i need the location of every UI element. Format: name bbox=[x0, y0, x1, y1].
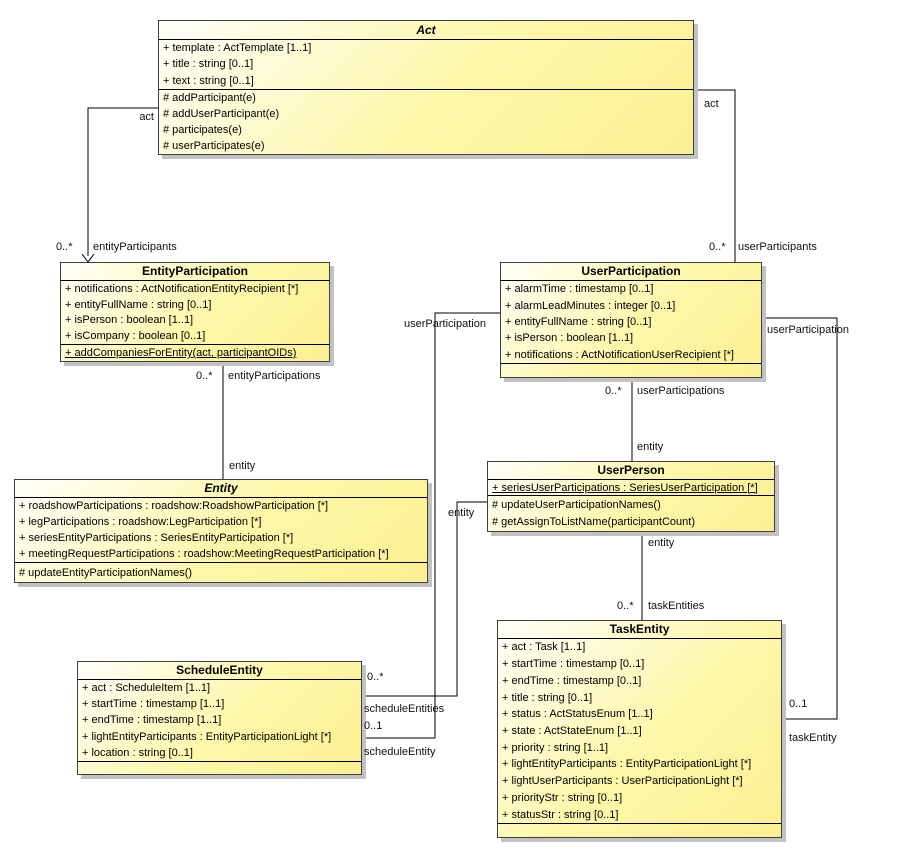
edge-mult-entityparticipants: 0..* bbox=[56, 241, 73, 253]
edge-role-userparticipation-left: userParticipation bbox=[404, 318, 486, 330]
edge-mult-taskentities: 0..* bbox=[617, 600, 634, 612]
attribute: + startTime : timestamp [0..1] bbox=[502, 658, 645, 671]
attribute: + notifications : ActNotificationEntityR… bbox=[65, 282, 299, 295]
operations-compartment-empty bbox=[501, 364, 761, 377]
class-schedule-entity[interactable]: ScheduleEntity + act : ScheduleItem [1..… bbox=[77, 661, 362, 775]
operations-compartment: # addParticipant(e) # addUserParticipant… bbox=[159, 90, 693, 154]
edge-role-act-left: act bbox=[139, 111, 154, 123]
edge-mult-entityparticipations: 0..* bbox=[196, 370, 213, 382]
attribute: + act : Task [1..1] bbox=[502, 641, 586, 654]
edge-role-taskentities: taskEntities bbox=[648, 600, 705, 612]
attribute: + state : ActStateEnum [1..1] bbox=[502, 724, 642, 737]
attribute: + template : ActTemplate [1..1] bbox=[163, 42, 312, 55]
attributes-compartment: + seriesUserParticipations : SeriesUserP… bbox=[488, 480, 774, 496]
attributes-compartment: + alarmTime : timestamp [0..1] + alarmLe… bbox=[501, 281, 761, 364]
attribute: + location : string [0..1] bbox=[82, 746, 193, 759]
edge-act-userparticipation bbox=[694, 89, 736, 262]
attribute: + text : string [0..1] bbox=[163, 74, 254, 87]
edge-role-userparticipations: userParticipations bbox=[637, 385, 725, 397]
class-title: ScheduleEntity bbox=[78, 662, 361, 680]
class-title: TaskEntity bbox=[498, 621, 781, 639]
class-title: UserPerson bbox=[488, 462, 774, 480]
edge-userparticipation-scheduleentity bbox=[362, 312, 500, 739]
edge-role-scheduleentities: scheduleEntities bbox=[364, 703, 445, 715]
attribute: + act : ScheduleItem [1..1] bbox=[82, 682, 211, 695]
attribute: + startTime : timestamp [1..1] bbox=[82, 698, 225, 711]
operations-compartment: + addCompaniesForEntity(act, participant… bbox=[61, 345, 329, 361]
attribute: + meetingRequestParticipations : roadsho… bbox=[19, 548, 389, 560]
operations-compartment: # updateUserParticipationNames() # getAs… bbox=[488, 496, 774, 531]
edge-userparticipation-taskentity bbox=[762, 317, 838, 720]
edge-role-entityparticipants: entityParticipants bbox=[93, 241, 177, 253]
attribute: + lightEntityParticipants : EntityPartic… bbox=[502, 758, 752, 771]
attribute: + alarmTime : timestamp [0..1] bbox=[505, 283, 654, 296]
edge-role-act-right: act bbox=[704, 98, 719, 110]
class-user-participation[interactable]: UserParticipation + alarmTime : timestam… bbox=[500, 262, 762, 378]
attribute: + legParticipations : roadshow:LegPartic… bbox=[19, 516, 262, 528]
attribute: + priority : string [1..1] bbox=[502, 741, 609, 754]
attribute: + isCompany : boolean [0..1] bbox=[65, 330, 206, 343]
edge-act-entityparticipation bbox=[87, 107, 158, 256]
attribute: + priorityStr : string [0..1] bbox=[502, 791, 623, 804]
attributes-compartment: + template : ActTemplate [1..1] + title … bbox=[159, 40, 693, 90]
attributes-compartment: + notifications : ActNotificationEntityR… bbox=[61, 281, 329, 345]
attribute: + isPerson : boolean [1..1] bbox=[505, 332, 634, 345]
edge-role-scheduleentity: scheduleEntity bbox=[364, 746, 436, 758]
edge-role-entity-3: entity bbox=[648, 537, 675, 549]
class-title: Entity bbox=[15, 480, 427, 498]
edge-role-entity-1: entity bbox=[229, 460, 256, 472]
attribute: + endTime : timestamp [0..1] bbox=[502, 674, 642, 687]
class-title: UserParticipation bbox=[501, 263, 761, 281]
attribute: + lightUserParticipants : UserParticipat… bbox=[502, 775, 743, 788]
class-act[interactable]: Act + template : ActTemplate [1..1] + ti… bbox=[158, 20, 694, 155]
attribute: + seriesUserParticipations : SeriesUserP… bbox=[492, 481, 758, 494]
attribute: + lightEntityParticipants : EntityPartic… bbox=[82, 730, 332, 743]
edge-role-entity-4: entity bbox=[448, 507, 475, 519]
operation: # updateUserParticipationNames() bbox=[492, 498, 661, 511]
operation: # updateEntityParticipationNames() bbox=[19, 566, 193, 579]
attribute: + seriesEntityParticipations : SeriesEnt… bbox=[19, 532, 294, 544]
attributes-compartment: + act : Task [1..1] + startTime : timest… bbox=[498, 639, 781, 824]
class-title: Act bbox=[159, 21, 693, 40]
attribute: + status : ActStatusEnum [1..1] bbox=[502, 708, 653, 721]
attributes-compartment: + act : ScheduleItem [1..1] + startTime … bbox=[78, 680, 361, 762]
edge-role-entity-2: entity bbox=[637, 441, 664, 453]
class-title: EntityParticipation bbox=[61, 263, 329, 281]
attribute: + isPerson : boolean [1..1] bbox=[65, 314, 194, 327]
class-user-person[interactable]: UserPerson + seriesUserParticipations : … bbox=[487, 461, 775, 532]
attribute: + notifications : ActNotificationUserRec… bbox=[505, 348, 734, 361]
operation: # userParticipates(e) bbox=[163, 140, 265, 152]
attribute: + entityFullName : string [0..1] bbox=[505, 315, 652, 328]
class-entity[interactable]: Entity + roadshowParticipations : roadsh… bbox=[14, 479, 428, 583]
attribute: + endTime : timestamp [1..1] bbox=[82, 714, 222, 727]
edge-role-userparticipation-right: userParticipation bbox=[767, 324, 849, 336]
attributes-compartment: + roadshowParticipations : roadshow:Road… bbox=[15, 498, 427, 563]
operation: # addParticipant(e) bbox=[163, 92, 256, 104]
attribute: + title : string [0..1] bbox=[502, 691, 593, 704]
edge-role-userparticipants: userParticipants bbox=[738, 241, 817, 253]
attribute: + entityFullName : string [0..1] bbox=[65, 298, 212, 311]
edge-role-entityparticipations: entityParticipations bbox=[228, 370, 321, 382]
edge-mult-userparticipants: 0..* bbox=[709, 241, 726, 253]
operation: # participates(e) bbox=[163, 124, 242, 136]
operations-compartment: # updateEntityParticipationNames() bbox=[15, 563, 427, 582]
edge-mult-scheduleentities: 0..* bbox=[367, 671, 384, 683]
edge-mult-userparticipations: 0..* bbox=[605, 385, 622, 397]
operations-compartment-empty bbox=[498, 824, 781, 837]
edge-role-taskentity: taskEntity bbox=[789, 732, 837, 744]
operations-compartment-empty bbox=[78, 762, 361, 774]
edge-mult-taskentity: 0..1 bbox=[789, 698, 808, 710]
attribute: + alarmLeadMinutes : integer [0..1] bbox=[505, 299, 676, 312]
operation: + addCompaniesForEntity(act, participant… bbox=[65, 347, 297, 359]
attribute: + statusStr : string [0..1] bbox=[502, 808, 619, 821]
attribute: + roadshowParticipations : roadshow:Road… bbox=[19, 500, 329, 512]
class-task-entity[interactable]: TaskEntity + act : Task [1..1] + startTi… bbox=[497, 620, 782, 838]
class-entity-participation[interactable]: EntityParticipation + notifications : Ac… bbox=[60, 262, 330, 362]
operation: # addUserParticipant(e) bbox=[163, 108, 280, 120]
edge-userperson-scheduleentity bbox=[362, 501, 487, 697]
operation: # getAssignToListName(participantCount) bbox=[492, 516, 695, 529]
edge-mult-scheduleentity: 0..1 bbox=[364, 720, 383, 732]
attribute: + title : string [0..1] bbox=[163, 58, 254, 71]
